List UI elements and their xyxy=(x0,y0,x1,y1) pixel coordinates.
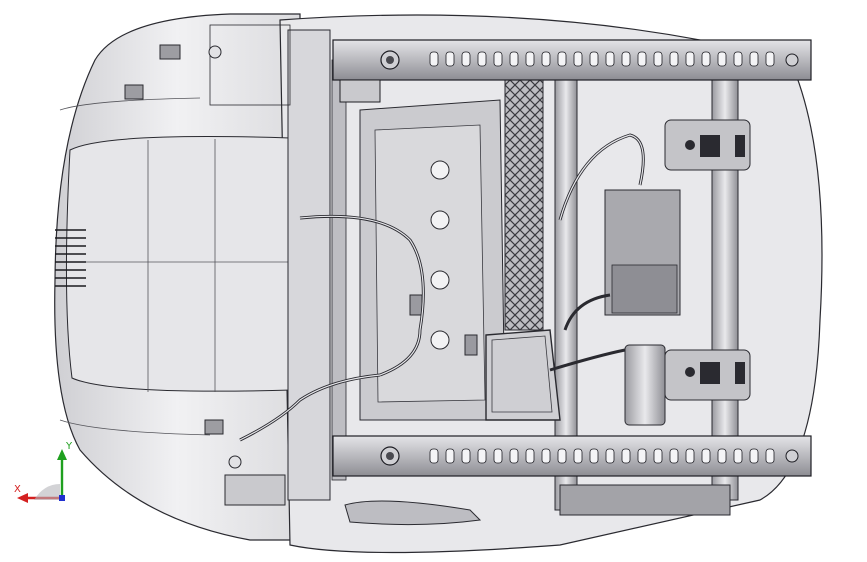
x-axis-arrowhead xyxy=(17,493,28,503)
lattice-spring xyxy=(485,79,561,421)
seat-rail-top xyxy=(332,39,812,103)
frame-side-members xyxy=(287,29,739,511)
y-axis-label: Y xyxy=(65,441,73,452)
triad-plane-icon xyxy=(34,484,60,500)
cushion-front-panel xyxy=(59,97,293,436)
front-edge-clips xyxy=(55,229,86,287)
z-axis-marker xyxy=(59,495,65,501)
seat-pan xyxy=(359,99,506,421)
motor-assembly xyxy=(604,119,751,426)
axis-triad: Y X xyxy=(14,441,73,503)
seat-rail-bottom xyxy=(332,435,812,477)
y-axis-arrowhead xyxy=(57,449,67,460)
x-axis-label: X xyxy=(14,484,21,495)
lower-brackets xyxy=(124,24,731,526)
wiring-harness-highlight xyxy=(239,134,644,441)
